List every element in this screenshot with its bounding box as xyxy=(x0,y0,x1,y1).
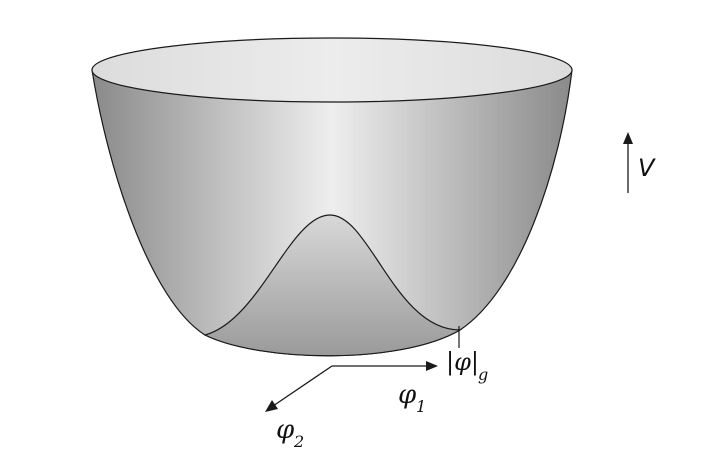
bowl-rim xyxy=(91,37,573,103)
phi1-label: φ 1 xyxy=(398,380,426,416)
ground-state-label: |φ| g xyxy=(446,348,488,384)
potential-label: V xyxy=(638,154,656,182)
central-hump xyxy=(203,214,463,357)
ground-state-symbol: |φ| xyxy=(446,348,479,377)
phi1-subscript: 1 xyxy=(416,397,426,416)
phi2-axis-arrow xyxy=(265,365,333,412)
phi2-subscript: 2 xyxy=(293,432,304,451)
potential-axis-arrow xyxy=(623,132,633,193)
phi2-symbol: φ xyxy=(276,415,295,445)
phi1-symbol: φ xyxy=(398,380,417,410)
ground-state-subscript: g xyxy=(478,365,488,384)
phi1-axis-arrow xyxy=(332,361,438,371)
phi2-label: φ 2 xyxy=(276,415,304,451)
